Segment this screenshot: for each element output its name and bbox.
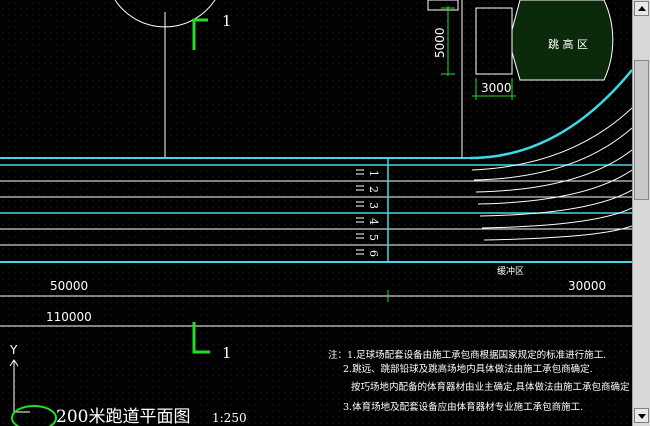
scroll-up-button[interactable] [634,1,649,16]
note-line-1: 注：1.足球场配套设备由施工承包商根据国家规定的标准进行施工. [328,349,606,361]
lane-number-labels: 1 2 3 4 5 6 [367,170,380,257]
section-marker-top-label: 1 [222,12,232,30]
lane-number-2: 2 [367,186,380,193]
drawing-canvas[interactable]: 1 5000 3000 跳 高 区 [0,0,632,426]
jump-fan-area [511,0,614,81]
vertical-scrollbar[interactable] [632,0,650,426]
dim-50000: 50000 [50,279,88,293]
cad-drawing: 1 5000 3000 跳 高 区 [0,0,632,426]
jump-pad-rect [475,7,513,75]
scroll-thumb[interactable] [634,60,649,200]
note-line-3: 按巧场地内配备的体育器材由业主确定,具体做法由施工承包商确定 [351,381,630,393]
arrow-up-icon [638,6,646,11]
jump-area-label: 跳 高 区 [548,37,588,51]
lane-number-6: 6 [367,250,380,257]
lane-number-1: 1 [367,170,380,177]
dim-30000: 30000 [568,279,606,293]
lane-lines [0,164,632,246]
runup-area-label: 缓冲区 [497,265,524,277]
dim-5000: 5000 [433,27,447,58]
scroll-down-button[interactable] [634,408,649,423]
section-marker-top [192,18,208,50]
note-line-2: 2.跳远、跳部铅球及跳高场地内具体做法由施工承包商确定. [343,363,593,375]
section-marker-bottom [192,322,210,354]
lane-start-marks [356,169,364,255]
dim-110000: 110000 [46,310,92,324]
section-marker-bottom-label: 1 [222,344,232,362]
ucs-axis-icon [9,359,30,413]
dim-3000: 3000 [481,81,512,95]
axis-y-label: Y [9,343,18,357]
small-top-rect [427,0,459,11]
lane-number-3: 3 [367,202,380,209]
drawing-scale: 1:250 [212,411,247,425]
title-circle [11,405,57,426]
drawing-title: 200米跑道平面图 [56,407,190,426]
note-line-4: 3.体育场地及配套设备应由体育器材专业施工承包商施工. [343,401,583,413]
lane-number-5: 5 [367,234,380,241]
lane-number-4: 4 [367,218,380,225]
arrow-down-icon [638,414,646,419]
curve-lanes [469,69,632,241]
